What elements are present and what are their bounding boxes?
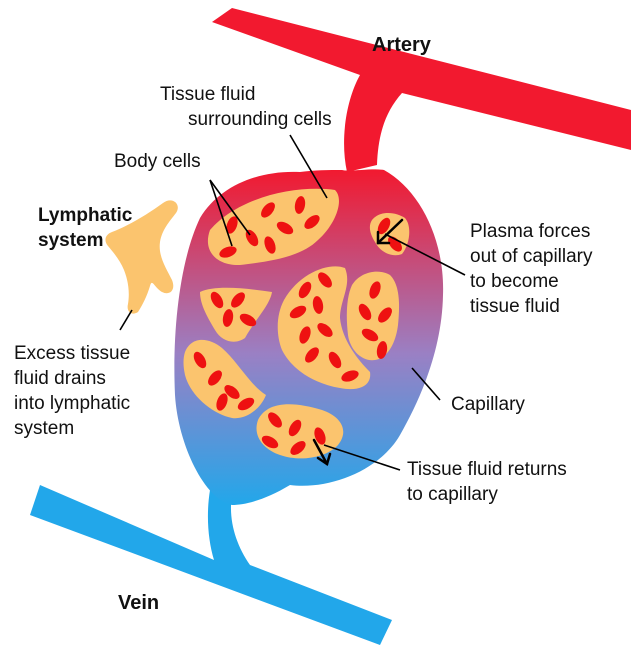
excess-fluid-label-line: fluid drains xyxy=(14,366,130,391)
fluid-returns-label-line: Tissue fluid returns xyxy=(407,457,567,482)
vein-vessel xyxy=(30,485,392,645)
tissue-fluid-label: Tissue fluid surrounding cells xyxy=(160,82,332,132)
lymphatic-label-line: Lymphatic xyxy=(38,203,132,228)
fluid-returns-label-line: to capillary xyxy=(407,482,567,507)
capillary-label: Capillary xyxy=(451,392,525,417)
fluid-returns-label: Tissue fluid returns to capillary xyxy=(407,457,567,507)
plasma-label-line: out of capillary xyxy=(470,244,593,269)
excess-fluid-label-line: Excess tissue xyxy=(14,341,130,366)
tissue-fluid-label-line: Tissue fluid xyxy=(160,82,332,107)
lymphatic-label-line: system xyxy=(38,228,132,253)
excess-fluid-label-line: system xyxy=(14,416,130,441)
plasma-label-line: Plasma forces xyxy=(470,219,593,244)
vein-label: Vein xyxy=(118,591,159,616)
plasma-label-line: to become xyxy=(470,269,593,294)
artery-label: Artery xyxy=(372,33,431,58)
excess-fluid-label-line: into lymphatic xyxy=(14,391,130,416)
lymphatic-system-label: Lymphatic system xyxy=(38,203,132,253)
plasma-label: Plasma forces out of capillary to become… xyxy=(470,219,593,319)
plasma-label-line: tissue fluid xyxy=(470,294,593,319)
excess-fluid-label: Excess tissue fluid drains into lymphati… xyxy=(14,341,130,441)
tissue-fluid-label-line: surrounding cells xyxy=(160,107,332,132)
body-cells-label: Body cells xyxy=(114,149,201,174)
pointer-line xyxy=(120,310,132,330)
